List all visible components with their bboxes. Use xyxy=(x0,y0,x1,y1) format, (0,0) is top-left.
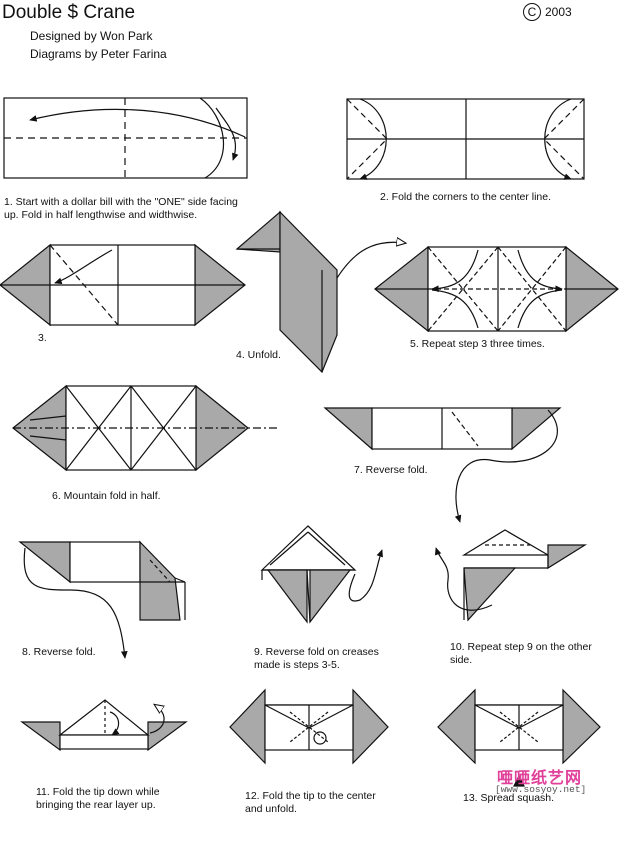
step-6-diagram xyxy=(12,384,278,472)
step-12-diagram xyxy=(229,688,389,765)
step-5-diagram xyxy=(374,245,619,333)
step-7-caption: 7. Reverse fold. xyxy=(354,464,428,476)
step-9-line-1: 9. Reverse fold on creases xyxy=(254,646,379,658)
step-7-diagram xyxy=(323,407,562,523)
step-3-caption: 3. xyxy=(38,332,47,344)
step-11-line-2: bringing the rear layer up. xyxy=(36,798,156,811)
step-2-diagram xyxy=(346,98,585,180)
step-10-line-1: 10. Repeat step 9 on the other xyxy=(450,641,592,653)
step-11-line-1: 11. Fold the tip down while xyxy=(36,786,160,798)
step-8-caption: 8. Reverse fold. xyxy=(22,646,96,658)
watermark-logo: 唖唖纸艺网 xyxy=(497,770,583,787)
step-1-line-2: up. Fold in half lengthwise and widthwis… xyxy=(4,208,198,221)
step-9-line-2: made is steps 3-5. xyxy=(254,658,340,671)
step-9-caption: 9. Reverse fold on creases made is steps… xyxy=(254,646,379,671)
step-2-caption: 2. Fold the corners to the center line. xyxy=(380,191,552,203)
step-10-diagram xyxy=(434,529,588,622)
step-11-diagram xyxy=(20,699,188,752)
step-4-caption: 4. Unfold. xyxy=(236,349,281,361)
copyright-icon: C xyxy=(523,3,541,21)
step-13-caption: 13. Spread squash. xyxy=(463,792,555,804)
step-4-diagram xyxy=(235,210,405,374)
step-13-diagram xyxy=(437,688,601,787)
step-10-line-2: side. xyxy=(450,653,473,666)
watermark-url: [www.sosyoy.net] xyxy=(495,784,587,795)
page-title: Double $ Crane xyxy=(2,2,136,23)
step-12-line-1: 12. Fold the tip to the center xyxy=(245,790,376,802)
copyright: C 2003 xyxy=(523,3,572,21)
step-12-line-2: and unfold. xyxy=(245,802,297,815)
diagrams-credit: Diagrams by Peter Farina xyxy=(30,47,167,61)
step-1-line-1: 1. Start with a dollar bill with the "ON… xyxy=(4,196,238,208)
step-9-diagram xyxy=(260,525,383,624)
step-12-caption: 12. Fold the tip to the center and unfol… xyxy=(245,790,376,815)
step-8-diagram xyxy=(18,540,186,659)
step-10-caption: 10. Repeat step 9 on the other side. xyxy=(450,641,592,666)
step-3-diagram xyxy=(0,243,246,327)
copyright-year: 2003 xyxy=(545,5,572,19)
step-1-diagram xyxy=(3,97,248,179)
step-11-caption: 11. Fold the tip down while bringing the… xyxy=(36,786,160,811)
step-5-caption: 5. Repeat step 3 three times. xyxy=(410,338,545,350)
step-6-caption: 6. Mountain fold in half. xyxy=(52,490,161,502)
step-1-caption: 1. Start with a dollar bill with the "ON… xyxy=(4,196,238,221)
designer-credit: Designed by Won Park xyxy=(30,29,153,43)
